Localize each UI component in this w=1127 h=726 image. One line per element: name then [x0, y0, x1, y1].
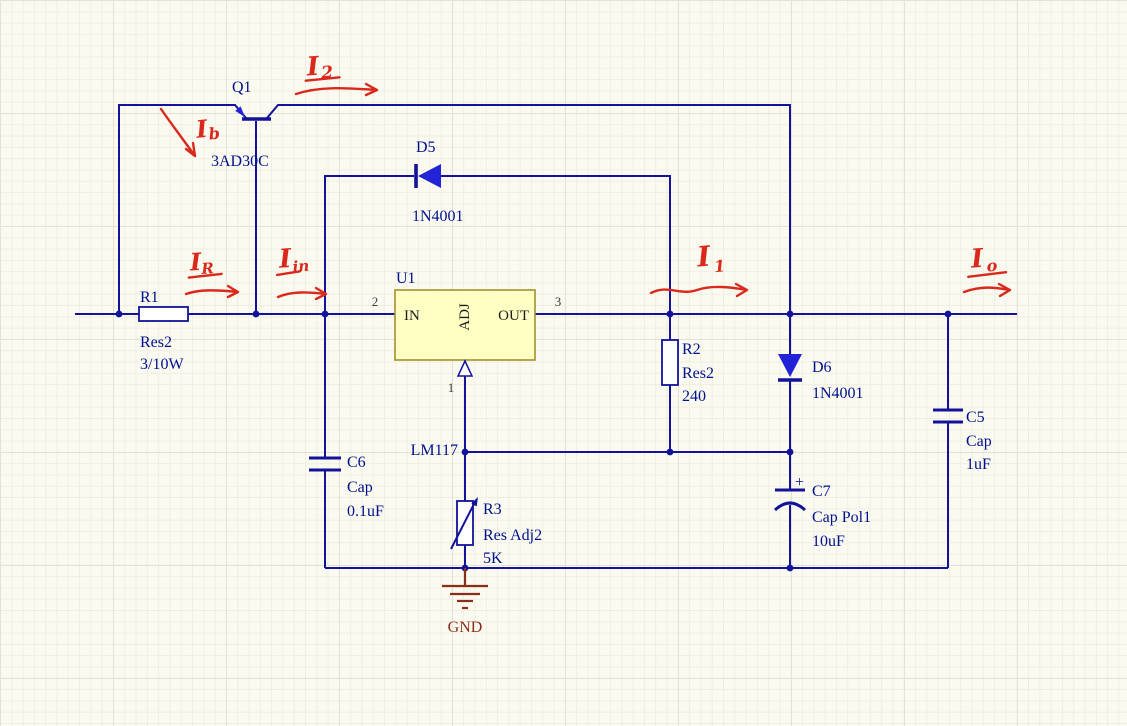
u1-pin-number-3: 3 [555, 294, 562, 309]
annotation-io-sub: o [986, 256, 998, 276]
c6-value: 0.1uF [347, 503, 384, 520]
annotation-ir-arrow [184, 284, 240, 299]
annotation-iin: I in [275, 244, 310, 277]
u1-pin-in-label: IN [404, 308, 420, 324]
annotation-ib-sub: b [208, 124, 221, 144]
q1-part-label: 3AD30C [211, 153, 269, 170]
annotation-io-underline [967, 271, 1008, 279]
junction-dot [666, 448, 674, 456]
annotation-i1-sub: 1 [713, 256, 726, 276]
d5-triangle-icon [418, 164, 441, 188]
c7-value: 10uF [812, 533, 845, 550]
c7-lib-label: Cap Pol1 [812, 509, 871, 526]
gnd-label: GND [448, 619, 483, 636]
junction-dots [115, 310, 952, 572]
c6-designator: C6 [347, 454, 366, 471]
u1-body [394, 289, 536, 361]
r3-adjust-arrowhead-icon [471, 497, 478, 507]
c6-lib-label: Cap [347, 479, 373, 496]
annotation-i1-main: I [695, 240, 713, 274]
annotation-iin-main: I [277, 244, 293, 275]
d6-designator: D6 [812, 359, 832, 376]
c5-lib-label: Cap [966, 433, 992, 450]
annotation-ir-sub: R [200, 259, 214, 278]
r1-body [138, 306, 189, 322]
r1-lib-label: Res2 [140, 334, 172, 351]
r2-lib-label: Res2 [682, 365, 714, 382]
annotation-i2-sub: 2 [320, 63, 334, 84]
r1-designator: R1 [140, 289, 159, 306]
annotation-i1-arrow [649, 282, 749, 298]
junction-dot [786, 448, 794, 456]
annotation-io: I o [967, 244, 1008, 279]
wire-d5-left [324, 175, 414, 314]
c5-designator: C5 [966, 409, 985, 426]
regulator-u1: U1 IN OUT ADJ 2 3 1 LM117 [372, 270, 562, 459]
junction-dot [944, 310, 952, 318]
u1-adj-pin-arrow-icon [456, 359, 474, 377]
c7-plus-mark: + [795, 474, 804, 491]
d6-triangle-icon [778, 354, 802, 377]
junction-dot [252, 310, 260, 318]
annotation-ir-main: I [188, 247, 202, 277]
wire-d5-right [441, 175, 671, 340]
r2-designator: R2 [682, 341, 701, 358]
resistor-r2: R2 Res2 240 [661, 339, 714, 405]
resistor-r3: R3 Res Adj2 5K [450, 497, 542, 567]
r2-value: 240 [682, 388, 706, 405]
capacitor-c6: C6 Cap 0.1uF [309, 454, 384, 520]
d5-designator: D5 [416, 139, 436, 156]
q1-designator: Q1 [232, 79, 252, 96]
annotation-ib-main: I [194, 114, 210, 144]
u1-pin-out-label: OUT [498, 308, 529, 324]
annotation-i2: I 2 [304, 52, 341, 84]
junction-dot [461, 448, 469, 456]
annotation-i1: I 1 [695, 240, 726, 277]
u1-designator: U1 [396, 270, 416, 287]
diode-d6: D6 1N4001 [778, 354, 864, 402]
wire-emitter-loop [118, 104, 247, 314]
annotation-io-main: I [969, 244, 985, 275]
annotation-i2-underline [304, 76, 341, 82]
diode-d5: D5 1N4001 [412, 139, 464, 225]
annotation-io-arrow [962, 282, 1012, 298]
annotation-i2-arrow [294, 82, 379, 97]
junction-dot [321, 310, 329, 318]
r3-adjust-arrow [450, 499, 477, 550]
u1-pin-number-2: 2 [372, 294, 379, 309]
transistor-q1: Q1 3AD30C [211, 79, 271, 170]
u1-pin-adj-label: ADJ [457, 303, 473, 331]
r3-value: 5K [483, 550, 503, 567]
annotation-ir-underline [187, 272, 223, 279]
annotation-iin-underline [275, 270, 302, 277]
annotation-i2-main: I [305, 52, 321, 83]
junction-dot [115, 310, 123, 318]
wires [75, 104, 1017, 569]
annotation-ir: I R [187, 247, 223, 279]
annotation-ib: I b [194, 114, 221, 144]
r2-body [661, 339, 679, 386]
capacitor-c7: + C7 Cap Pol1 10uF [773, 474, 871, 550]
junction-dot [786, 310, 794, 318]
r3-designator: R3 [483, 501, 502, 518]
u1-pin-number-1: 1 [448, 380, 455, 395]
q1-emitter-arrow-icon [235, 106, 245, 117]
c7-plate-bottom-curved [773, 501, 807, 512]
d6-part-label: 1N4001 [812, 385, 864, 402]
junction-dot [666, 310, 674, 318]
c5-value: 1uF [966, 456, 991, 473]
annotation-iin-arrow [276, 286, 328, 301]
r1-value: 3/10W [140, 356, 184, 373]
r3-lib-label: Res Adj2 [483, 527, 542, 544]
capacitor-c5: C5 Cap 1uF [933, 408, 992, 473]
u1-part-label: LM117 [411, 442, 458, 459]
wire-collector-top [266, 104, 791, 314]
c7-designator: C7 [812, 483, 831, 500]
gnd-power-port: GND [442, 568, 488, 636]
junction-dot [786, 564, 794, 572]
d5-part-label: 1N4001 [412, 208, 464, 225]
annotation-ib-arrow [159, 107, 197, 158]
resistor-r1: R1 Res2 3/10W [138, 289, 189, 373]
